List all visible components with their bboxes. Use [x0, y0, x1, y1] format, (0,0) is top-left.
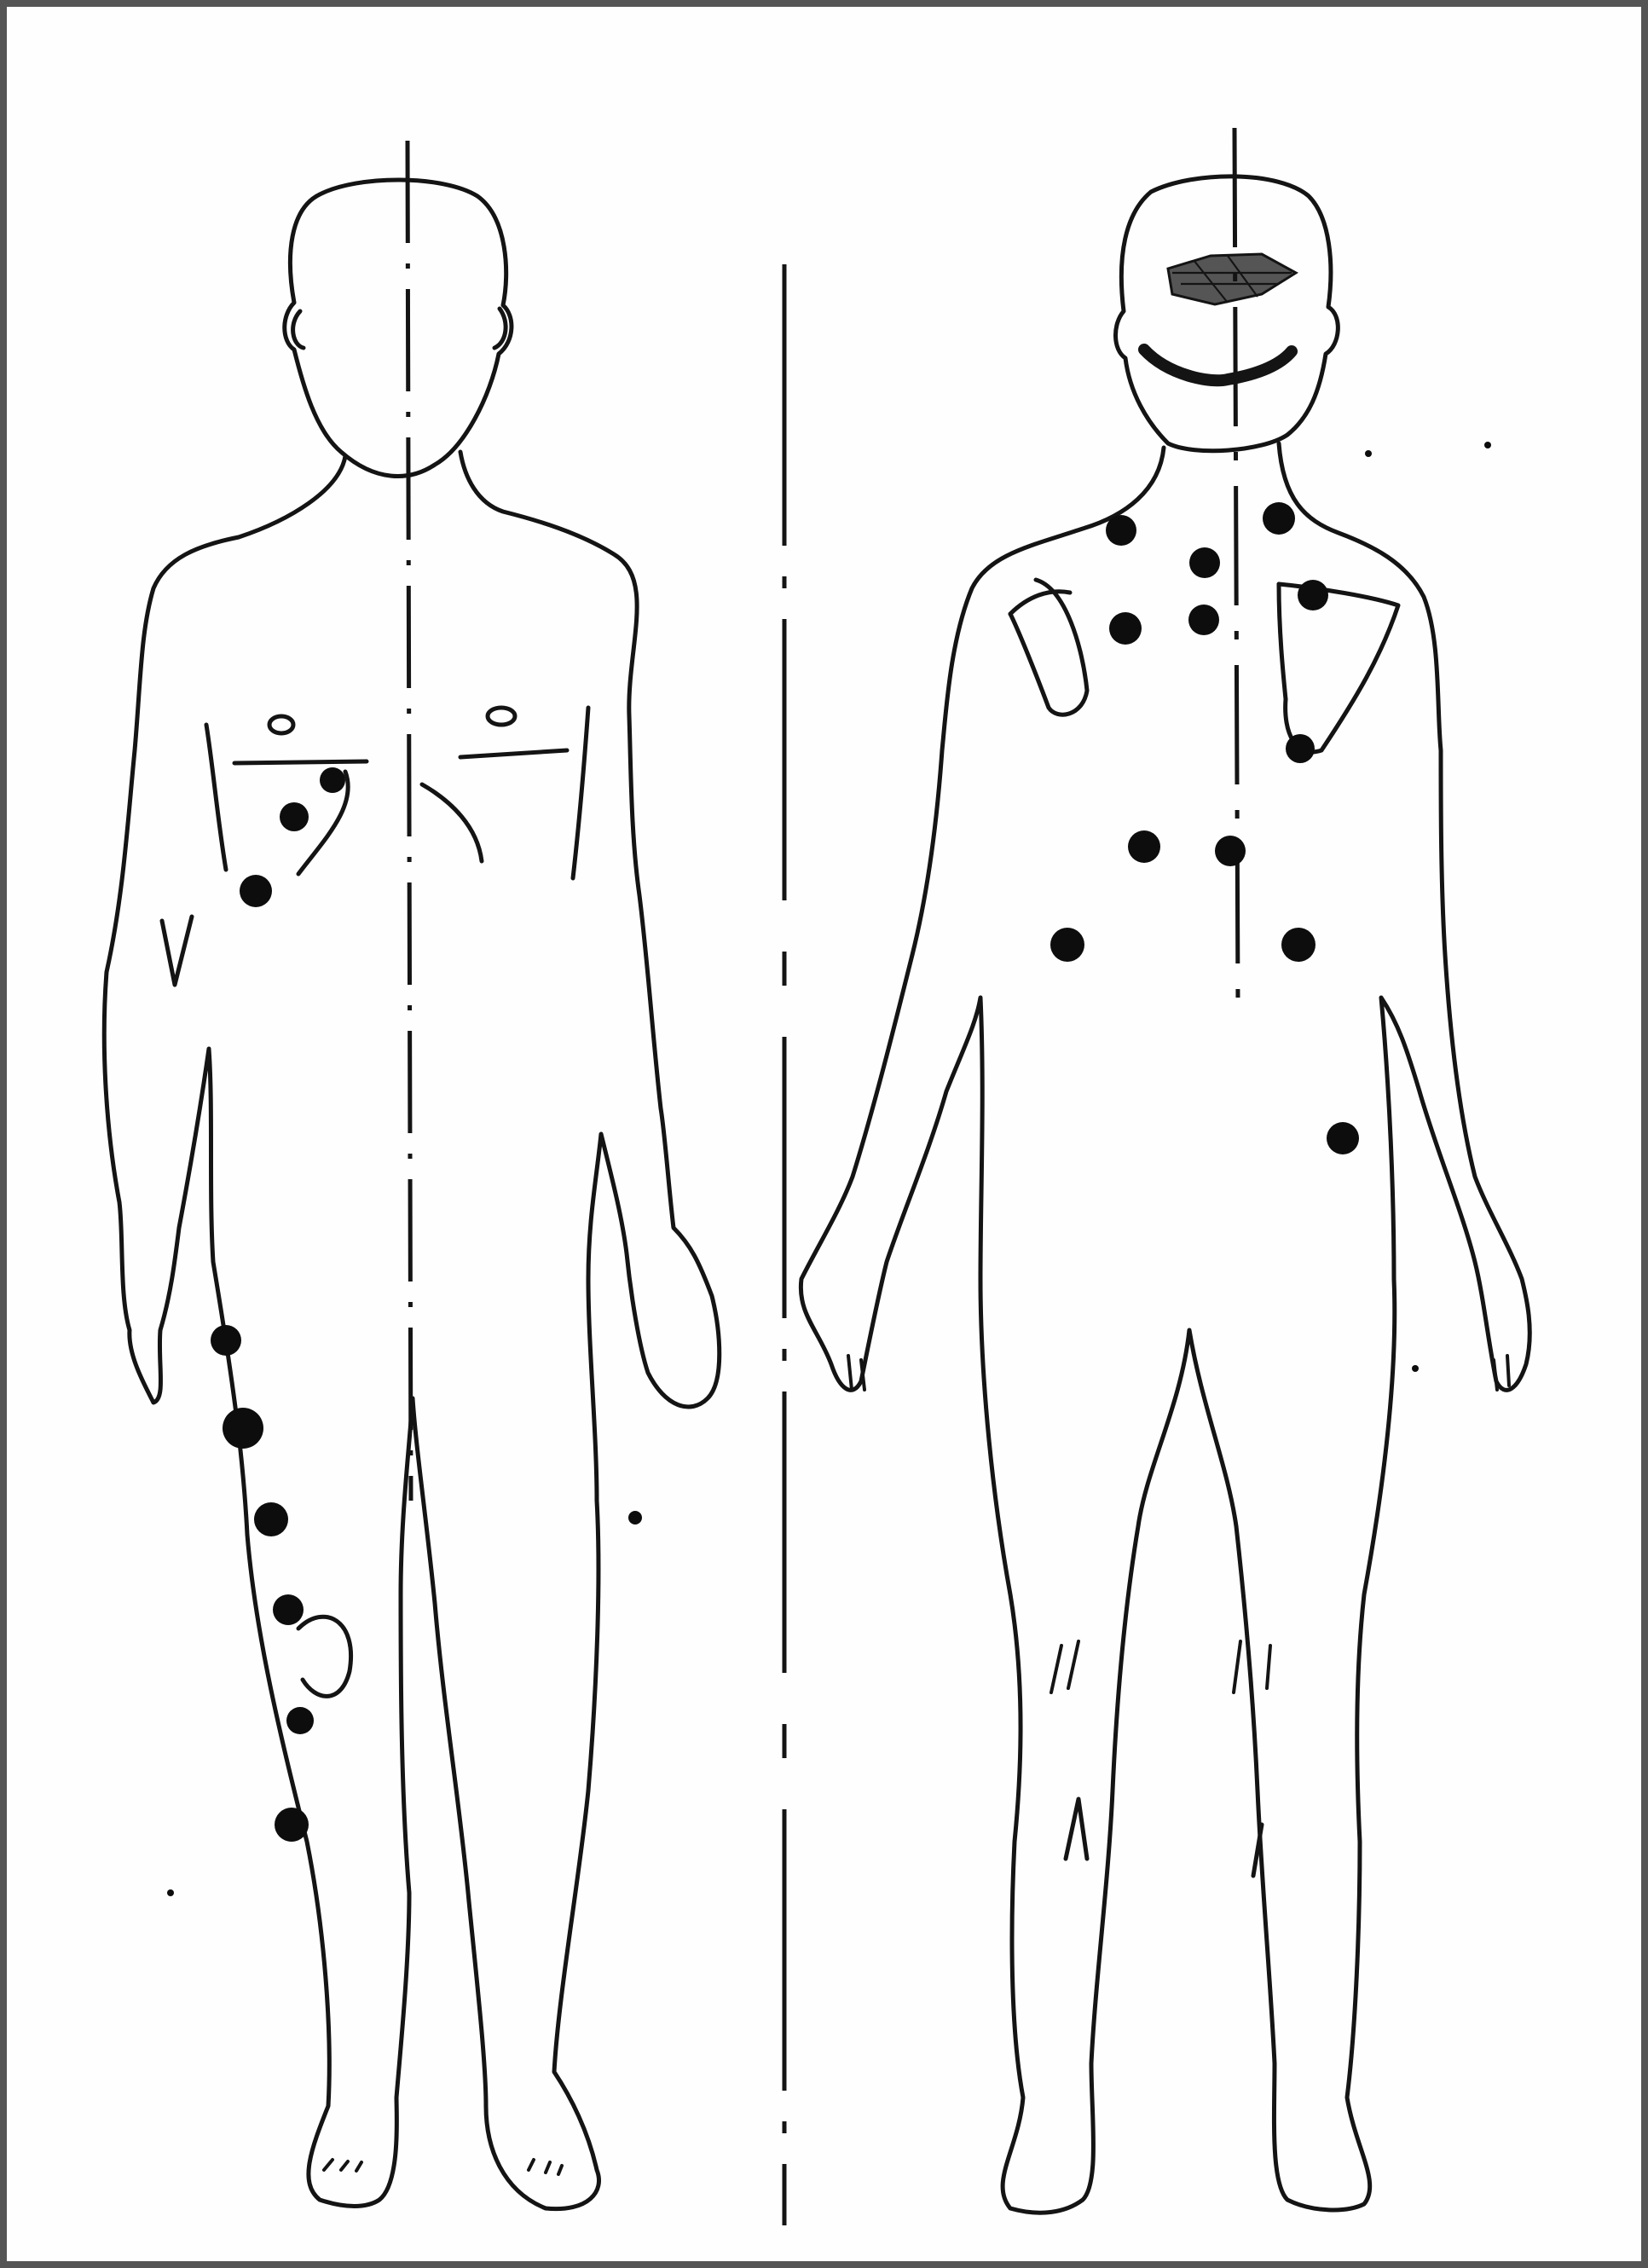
back-body-outline: [801, 443, 1529, 2213]
back-scalp-hatch: [1168, 254, 1296, 304]
back-scapula-edge-right: [1279, 584, 1286, 699]
front-armpit-left: [206, 725, 226, 870]
back-hand-left: [848, 1356, 864, 1390]
back-marker: [1189, 547, 1220, 578]
back-calf-mark-left: [1066, 1799, 1087, 1859]
back-scapula-right: [1279, 584, 1398, 752]
front-ear-right: [494, 309, 506, 348]
back-marker: [1412, 1365, 1419, 1372]
back-marker: [1106, 515, 1136, 546]
back-marker: [1484, 442, 1491, 448]
front-marker: [628, 1511, 642, 1525]
front-rib-curve-right: [422, 784, 482, 861]
back-scapula-left: [1010, 580, 1087, 715]
back-view: [801, 128, 1529, 2213]
back-marker: [1365, 450, 1372, 457]
front-head-outline: [285, 180, 512, 477]
back-marker: [1050, 928, 1084, 962]
front-ear-left: [293, 311, 304, 348]
front-marker: [280, 802, 309, 831]
front-knee-loop: [298, 1617, 351, 1696]
front-marker: [286, 1707, 314, 1734]
front-view: [104, 141, 719, 2209]
back-marker: [1298, 580, 1328, 610]
back-marker: [1109, 612, 1142, 645]
back-marker: [1128, 830, 1160, 863]
front-marker: [240, 875, 272, 907]
frame-border: [3, 3, 1645, 2265]
back-marker: [1327, 1122, 1359, 1154]
front-toes-left: [324, 2160, 361, 2171]
front-nipple-right: [488, 708, 515, 725]
front-chest-line-left: [234, 761, 367, 763]
back-marker: [1263, 502, 1295, 535]
front-marker: [167, 1889, 174, 1896]
back-marker: [1188, 605, 1219, 635]
front-marker: [254, 1502, 288, 1536]
front-marker: [273, 1594, 304, 1625]
front-marker: [275, 1808, 309, 1842]
back-marker: [1215, 836, 1246, 866]
back-hairline-band: [1144, 350, 1292, 380]
front-chest-line-right: [460, 750, 567, 757]
back-head-outline: [1115, 176, 1338, 451]
front-mark-v-arm: [162, 917, 192, 985]
front-marker: [223, 1408, 263, 1449]
front-toes-right: [529, 2160, 562, 2174]
front-nipple-left: [269, 716, 293, 733]
back-marker: [1286, 734, 1315, 763]
front-midline: [408, 141, 411, 1501]
back-knee-mark-left: [1051, 1641, 1078, 1692]
back-marker: [1281, 928, 1316, 962]
front-marker: [320, 767, 345, 793]
back-hand-right: [1494, 1356, 1509, 1390]
front-marker: [211, 1325, 241, 1356]
front-armpit-right: [573, 708, 588, 878]
